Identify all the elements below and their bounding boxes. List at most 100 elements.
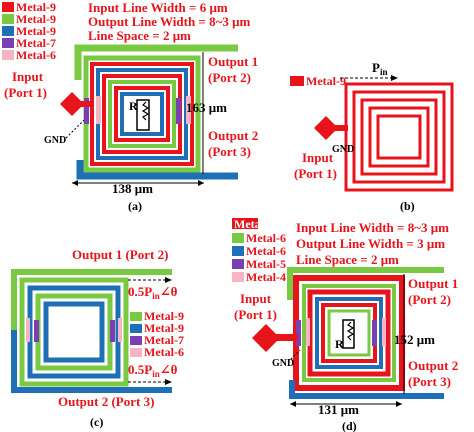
crossunder-right-2 <box>382 318 386 346</box>
caption-a: (a) <box>128 199 142 213</box>
p2-arrowhead <box>165 379 172 385</box>
legend-swatch-metal6-blue <box>232 246 244 256</box>
legend-swatch-metal7 <box>130 336 142 345</box>
output-1-label: Output 1 (Port 2) <box>72 247 168 262</box>
output-2-port-label: (Port 3) <box>408 374 451 389</box>
pin-label: Pin <box>372 60 387 77</box>
input-port-label: (Port 1) <box>234 307 277 322</box>
coil-ring-outer-green <box>19 277 129 387</box>
p1-label: 0.5Pin∠θ <box>128 284 178 301</box>
crossunder-left-2 <box>96 96 101 124</box>
legend-swatch-metal9-blue <box>2 26 14 36</box>
legend-swatch-metal9-green <box>130 312 142 321</box>
output-2-line <box>11 330 172 393</box>
crossunder-left-2 <box>306 318 310 346</box>
spec-input-width: Input Line Width = 8~3 μm <box>296 220 449 235</box>
panel-c: Output 1 (Port 2) 0.5Pin∠θ Metal-9 Metal… <box>11 247 184 429</box>
p2-sub: in <box>152 369 160 379</box>
legend-label: Metal-9 <box>16 0 56 14</box>
input-label: Input <box>302 150 334 165</box>
gnd-label: GND <box>44 135 66 146</box>
input-port-stub <box>276 334 298 341</box>
gnd-arrow <box>287 349 301 363</box>
crossunder-left <box>296 320 301 346</box>
pin-arrowhead <box>391 75 398 81</box>
input-port-diamond <box>60 92 84 116</box>
panel-d: Metal-6 Metal-6 Metal-6 Metal-5 Metal-4 … <box>232 217 458 432</box>
legend-a: Metal-9 Metal-9 Metal-9 Metal-7 Metal-6 <box>2 0 56 62</box>
coil-ring-blue-1 <box>27 285 121 379</box>
legend-label: Metal-6 <box>234 217 274 231</box>
legend-label: Metal-6 <box>16 48 56 62</box>
p1-arrowhead <box>165 277 172 283</box>
output-1-label: Output 1 <box>208 54 258 69</box>
gnd-label: GND <box>332 144 354 155</box>
input-port-stub <box>80 101 90 107</box>
legend-label: Metal-6 <box>246 244 286 258</box>
input-port-stub <box>334 125 348 131</box>
output-1-port-label: (Port 2) <box>208 70 251 85</box>
legend-swatch-metal6-red <box>232 218 258 229</box>
legend-swatch-metal6 <box>130 348 142 357</box>
output-2-label: Output 2 <box>408 358 458 373</box>
legend-label: Metal-9 <box>16 12 56 26</box>
output-2-label: Output 2 (Port 3) <box>58 394 154 409</box>
coil-ring-blue-2 <box>315 297 383 369</box>
crossunder-left-2 <box>26 318 30 342</box>
legend-label: Metal-9 <box>144 309 184 323</box>
width-arrow-right <box>396 401 402 407</box>
width-arrow-right <box>198 180 204 186</box>
width-dimension-label: 131 μm <box>318 402 359 417</box>
legend-swatch-metal6 <box>2 50 14 60</box>
output-2-port-label: (Port 3) <box>208 144 251 159</box>
output-1-line <box>287 267 444 300</box>
legend-swatch-metal9-red <box>2 2 14 12</box>
legend-label: Metal-7 <box>144 333 184 347</box>
spec-line-space: Line Space = 2 μm <box>296 252 399 267</box>
input-label: Input <box>240 291 272 306</box>
caption-d: (d) <box>342 419 357 432</box>
legend-label: Metal-6 <box>144 345 184 359</box>
coil-ring-red-3 <box>114 86 170 142</box>
caption-b: (b) <box>400 199 415 213</box>
crossunder-right <box>110 320 115 342</box>
legend-swatch-metal5 <box>232 259 244 269</box>
resistor-label: R <box>129 99 138 113</box>
input-port-diamond <box>314 116 338 140</box>
resistor-zigzag <box>346 321 355 341</box>
output-2-line <box>289 380 444 399</box>
legend-swatch-metal7 <box>2 38 14 48</box>
legend-label: Metal-7 <box>16 36 56 50</box>
coil-ring-red-1 <box>90 62 194 166</box>
caption-c: (c) <box>90 415 103 429</box>
output-2-line <box>76 160 238 180</box>
panel-a: Metal-9 Metal-9 Metal-9 Metal-7 Metal-6 … <box>2 0 258 213</box>
legend-label: Metal-9 <box>16 24 56 38</box>
coil-ring-green-2 <box>35 293 113 371</box>
coil-center-gap <box>384 122 414 152</box>
resistor-zigzag <box>141 101 150 121</box>
p1-sub: in <box>152 291 160 301</box>
pin-label-sub: in <box>380 67 388 77</box>
resistor-box <box>136 99 150 131</box>
legend-swatch-metal9 <box>290 76 304 86</box>
legend-label: Metal-5 <box>246 257 286 271</box>
pin-label-main: P <box>372 60 380 75</box>
height-dimension-label: 152 μm <box>394 332 435 347</box>
p1-main: 0.5P <box>128 284 152 299</box>
coil-ring-blue-2 <box>43 301 105 363</box>
spec-input-width: Input Line Width = 6 μm <box>88 0 228 15</box>
input-port-label: (Port 1) <box>294 166 337 181</box>
coil-ring-green-2 <box>108 80 176 148</box>
coil-a <box>74 44 238 180</box>
coil-ring-4 <box>368 106 430 168</box>
coil-ring-green-3 <box>327 309 371 357</box>
input-label: Input <box>12 69 44 84</box>
spec-output-width: Output Line Width = 8~3 μm <box>88 14 250 29</box>
input-port-diamond <box>252 324 280 352</box>
coil-ring-blue-3 <box>120 92 164 136</box>
p2-tail: ∠θ <box>160 362 178 377</box>
legend-swatch-metal9-blue <box>130 324 142 333</box>
crossunder-right <box>176 98 181 124</box>
